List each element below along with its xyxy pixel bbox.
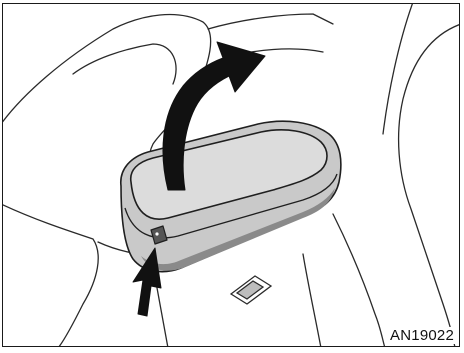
armrest-latch-dot [155,232,158,235]
right-seat-outline [399,24,460,347]
right-seat-inner [383,4,413,134]
left-seat-inner [73,44,176,84]
left-seat-edge [3,204,98,347]
figure-code-label: AN19022 [389,327,455,344]
console-base-right [303,254,321,347]
rear-console-line [208,14,333,29]
armrest-drawing [3,4,460,347]
right-seat-front [333,214,385,347]
seatbelt-buckle [231,276,271,304]
figure-frame: AN19022 [2,3,460,347]
